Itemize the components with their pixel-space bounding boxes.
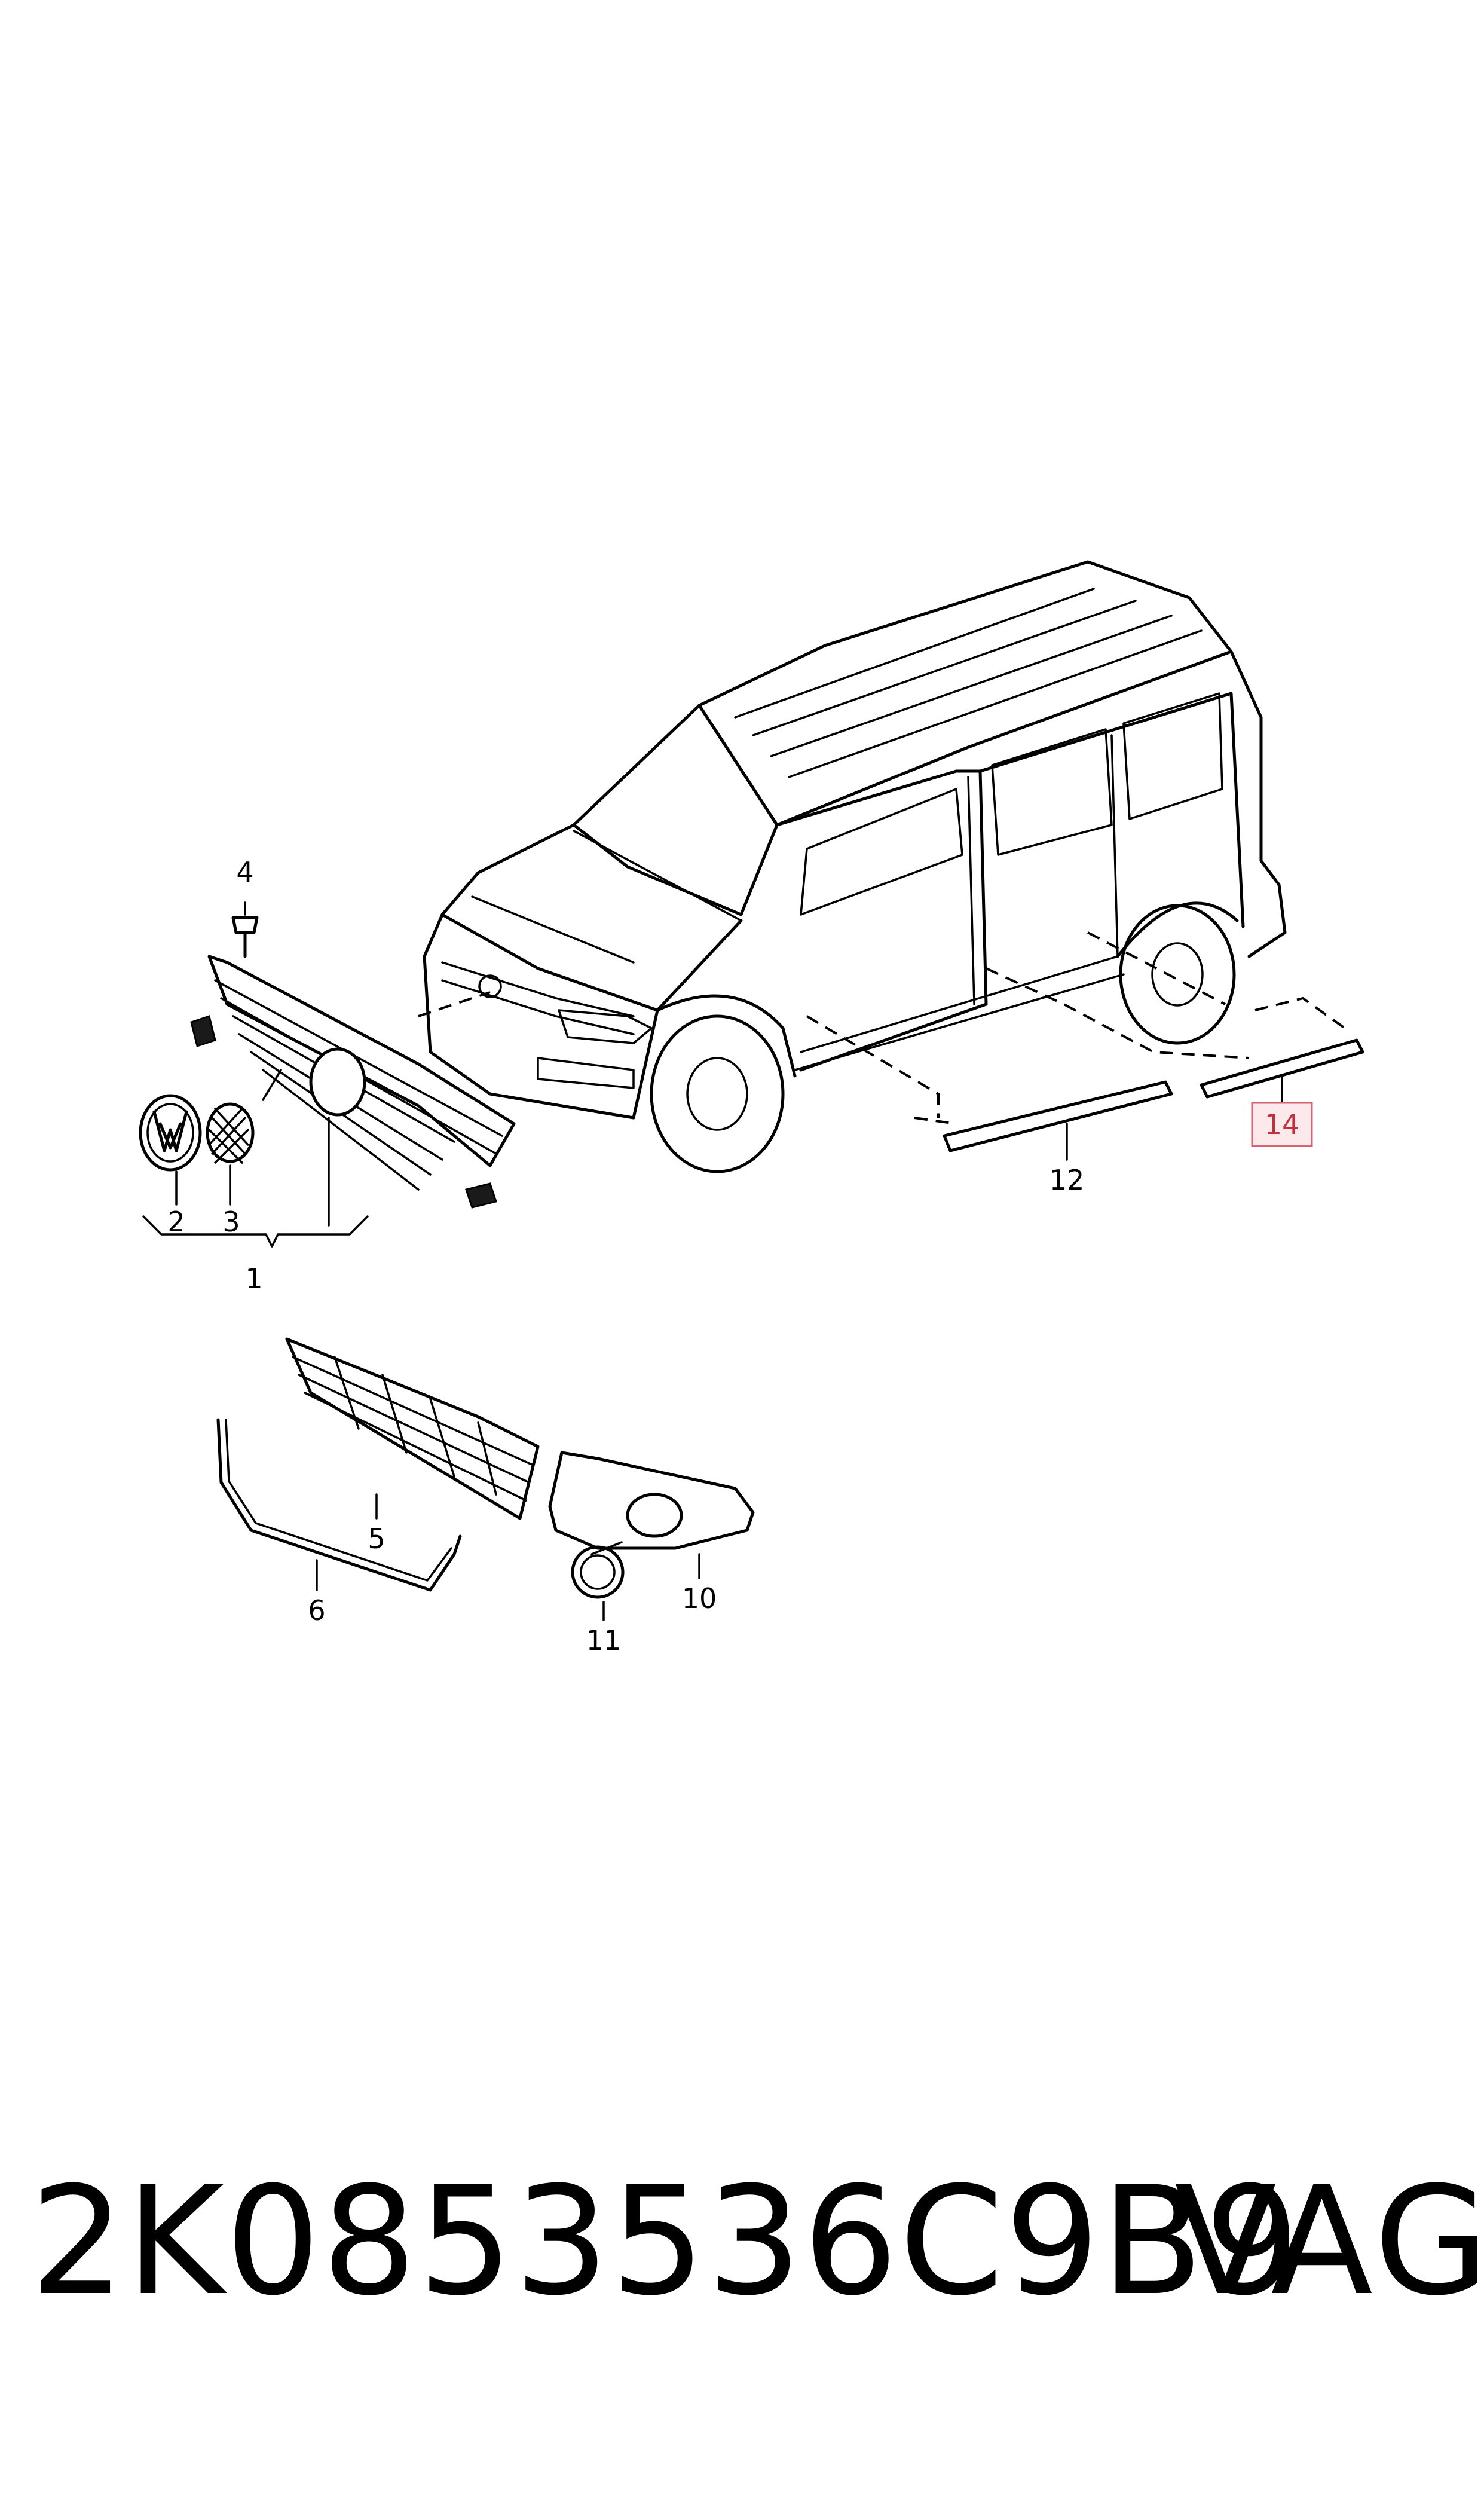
- callout-10: 10: [682, 1582, 717, 1615]
- fog-lamp-grille: [548, 1451, 755, 1579]
- brand-label: VAG: [1174, 2154, 1484, 2328]
- fog-lamp-trim-ring: [571, 1545, 625, 1621]
- callout-bracket: [142, 901, 369, 1248]
- callout-12: 12: [1049, 1164, 1085, 1196]
- callout-5: 5: [368, 1523, 385, 1555]
- trim-strip: [216, 1418, 462, 1592]
- callout-11: 11: [586, 1624, 622, 1656]
- lower-grille: [285, 1337, 540, 1520]
- footer: 2K0853536C9B9 VAG: [30, 2152, 1484, 2331]
- side-moulding-rear: [1200, 1038, 1364, 1107]
- callout-3: 3: [222, 1206, 240, 1238]
- callout-4: 4: [236, 856, 253, 888]
- part-number: 2K0853536C9B9: [30, 2154, 1301, 2328]
- van-illustration: [423, 560, 1287, 1173]
- fastening-clip: [231, 916, 259, 958]
- side-moulding-front: [943, 1080, 1173, 1161]
- callout-2: 2: [167, 1206, 185, 1238]
- callout-14: 14: [1265, 1108, 1300, 1141]
- radiator-grille: [190, 955, 516, 1209]
- highlight-box-14: [1251, 1102, 1313, 1147]
- emblem-carrier: [206, 1102, 255, 1164]
- callout-1: 1: [245, 1262, 262, 1295]
- callout-6: 6: [308, 1594, 325, 1627]
- vw-emblem: [139, 1094, 202, 1172]
- leader-lines: [418, 931, 1346, 1125]
